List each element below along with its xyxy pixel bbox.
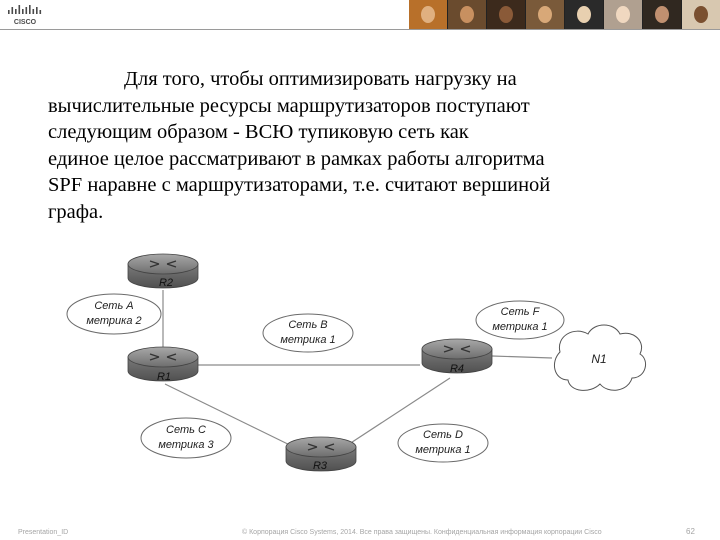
network-label-b: Сеть В метрика 1 bbox=[262, 313, 354, 353]
photo-image bbox=[409, 0, 447, 29]
router-r4: R4 bbox=[421, 338, 493, 375]
paragraph-line: SPF наравне с маршрутизаторами, т.е. счи… bbox=[48, 174, 551, 196]
paragraph-line: Для того, чтобы оптимизировать нагрузку … bbox=[124, 68, 517, 90]
photo-image bbox=[604, 0, 642, 29]
network-f-metric: метрика 1 bbox=[492, 321, 547, 333]
network-c-metric: метрика 3 bbox=[158, 439, 214, 451]
paragraph-line: графа. bbox=[48, 200, 104, 223]
network-label-d: Сеть D метрика 1 bbox=[397, 423, 489, 463]
photo-image bbox=[487, 0, 525, 29]
router-r2: R2 bbox=[127, 253, 199, 289]
photo-image bbox=[682, 0, 720, 29]
photo-image bbox=[448, 0, 486, 29]
page-number: 62 bbox=[686, 527, 695, 536]
network-label-c: Сеть С метрика 3 bbox=[140, 417, 232, 459]
svg-text:CISCO: CISCO bbox=[14, 19, 37, 26]
router-r1: R1 bbox=[127, 346, 199, 383]
paragraph-line: единое целое рассматривают в рамках рабо… bbox=[48, 147, 545, 170]
link-r3-r4 bbox=[339, 377, 451, 451]
router-r3: R3 bbox=[285, 436, 357, 472]
cisco-logo-icon: CISCO bbox=[8, 5, 42, 26]
router-label-r2: R2 bbox=[159, 277, 173, 289]
link-r1-r3 bbox=[164, 383, 301, 451]
footer-presentation-id: Presentation_ID bbox=[18, 529, 69, 536]
photo-image bbox=[643, 0, 681, 29]
network-label-a: Сеть А метрика 2 bbox=[66, 293, 162, 335]
router-label-r3: R3 bbox=[313, 460, 328, 472]
network-c-name: Сеть С bbox=[166, 424, 206, 436]
network-b-metric: метрика 1 bbox=[280, 334, 335, 346]
photo-image bbox=[526, 0, 564, 29]
links bbox=[162, 290, 553, 451]
router-label-r1: R1 bbox=[157, 371, 171, 383]
slide-paragraph: Для того, чтобы оптимизировать нагрузку … bbox=[48, 66, 668, 225]
cloud-n1-icon: N1 bbox=[553, 324, 647, 391]
footer-copyright: © Корпорация Cisco Systems, 2014. Все пр… bbox=[242, 529, 602, 536]
photo-image bbox=[565, 0, 603, 29]
network-d-name: Сеть D bbox=[423, 429, 463, 441]
network-a-metric: метрика 2 bbox=[86, 315, 141, 327]
cloud-n1-label: N1 bbox=[591, 352, 606, 366]
network-f-name: Сеть F bbox=[501, 306, 541, 318]
header-photo-strip bbox=[409, 0, 720, 29]
link-r4-n1 bbox=[491, 355, 553, 359]
router-label-r4: R4 bbox=[450, 363, 464, 375]
header-bar: CISCO bbox=[0, 0, 720, 30]
network-d-metric: метрика 1 bbox=[415, 444, 470, 456]
paragraph-line: вычислительные ресурсы маршрутизаторов п… bbox=[48, 94, 530, 117]
paragraph-line: следующим образом - ВСЮ тупиковую сеть к… bbox=[48, 121, 469, 143]
network-b-name: Сеть В bbox=[288, 319, 327, 331]
network-label-f: Сеть F метрика 1 bbox=[475, 300, 565, 340]
network-a-name: Сеть А bbox=[94, 300, 133, 312]
header-divider bbox=[0, 29, 720, 30]
